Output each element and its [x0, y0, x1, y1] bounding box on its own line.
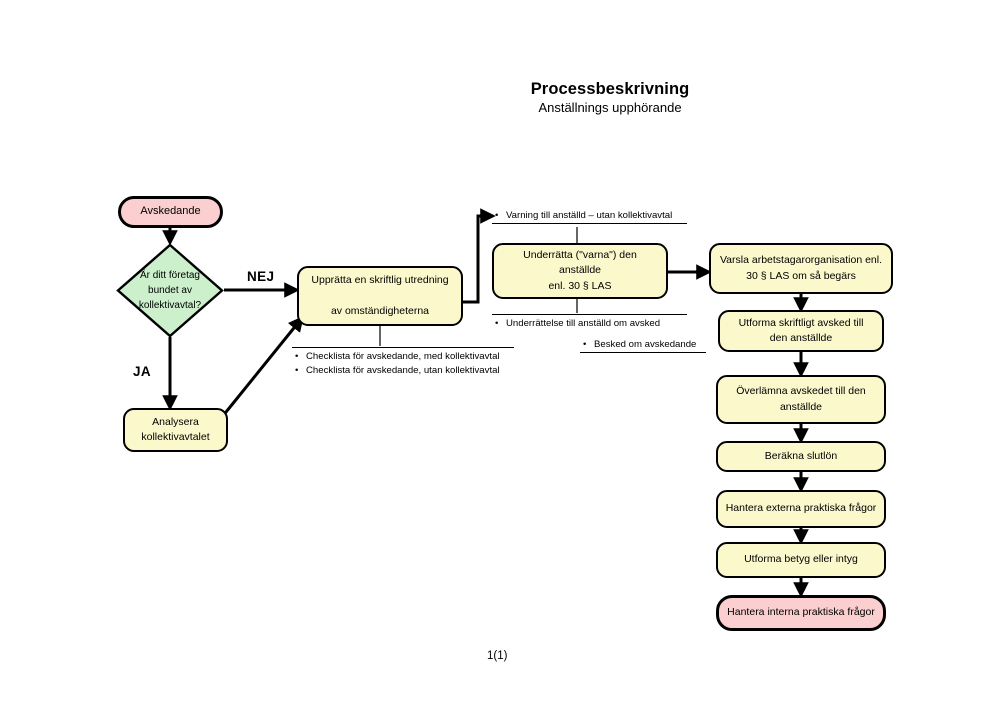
note-item: Checklista för avskedande, med kollektiv… [295, 350, 514, 364]
node-label: Beräkna slutlön [764, 449, 838, 462]
node-hantera-externa-fragor[interactable]: Hantera externa praktiska frågor [716, 490, 886, 528]
note-underrattelse: Underrättelse till anställd om avsked [492, 314, 687, 331]
note-varning: Varning till anställd – utan kollektivav… [492, 209, 687, 224]
node-label: Underrätta ("varna") den anställde enl. … [523, 249, 637, 292]
node-label: Upprätta en skriftlig utredning av omstä… [311, 274, 449, 317]
node-utforma-betyg-intyg[interactable]: Utforma betyg eller intyg [716, 542, 886, 578]
edge-upprätta-to-varning [463, 208, 496, 304]
node-label: Varsla arbetstagarorganisation enl. 30 §… [719, 254, 883, 282]
node-label: Utforma betyg eller intyg [744, 553, 858, 566]
node-hantera-interna-fragor[interactable]: Hantera interna praktiska frågor [716, 595, 886, 631]
title-main: Processbeskrivning [530, 80, 690, 98]
node-underratta-varna[interactable]: Underrätta ("varna") den anställde enl. … [492, 243, 668, 299]
node-avskedande[interactable]: Avskedande [118, 196, 223, 228]
note-list: Besked om avskedande [580, 338, 706, 352]
node-decision-kollektivavtal[interactable]: Är ditt företag bundet av kollektivavtal… [116, 243, 224, 338]
node-varsla-arbetstagarorganisation[interactable]: Varsla arbetstagarorganisation enl. 30 §… [709, 243, 893, 294]
note-item: Varning till anställd – utan kollektivav… [495, 209, 687, 223]
node-label: Avskedande [140, 205, 201, 218]
title-sub: Anställnings upphörande [538, 100, 682, 115]
node-label: Utforma skriftligt avsked till den anstä… [738, 316, 864, 344]
node-label: Hantera interna praktiska frågor [727, 606, 875, 619]
node-utforma-skriftligt-avsked[interactable]: Utforma skriftligt avsked till den anstä… [718, 310, 884, 352]
note-checklista: Checklista för avskedande, med kollektiv… [292, 347, 514, 377]
note-underline [580, 351, 706, 353]
node-label: Överlämna avskedet till den anställde [736, 385, 866, 413]
note-list: Underrättelse till anställd om avsked [492, 317, 687, 331]
node-label: Analysera kollektivavtalet [141, 415, 210, 443]
node-label: Hantera externa praktiska frågor [725, 502, 877, 515]
node-overlamna-avskedet[interactable]: Överlämna avskedet till den anställde [716, 375, 886, 424]
edge-label-nej: NEJ [247, 269, 275, 284]
page-title: Processbeskrivning Anställnings upphöran… [430, 80, 790, 115]
page-number: 1(1) [487, 650, 508, 662]
diamond-shape [116, 243, 224, 338]
note-item: Checklista för avskedande, utan kollekti… [295, 364, 514, 378]
edge-analysera-to-upprätta [220, 315, 304, 418]
edge-label-ja: JA [133, 364, 152, 379]
note-item: Underrättelse till anställd om avsked [495, 317, 687, 331]
note-underline [492, 222, 687, 224]
note-overline [492, 314, 687, 315]
note-item: Besked om avskedande [583, 338, 706, 352]
node-analysera-kollektivavtalet[interactable]: Analysera kollektivavtalet [123, 408, 228, 452]
note-besked: Besked om avskedande [580, 338, 706, 353]
note-list: Checklista för avskedande, med kollektiv… [292, 350, 514, 377]
node-upprätta-utredning[interactable]: Upprätta en skriftlig utredning av omstä… [297, 266, 463, 326]
note-list: Varning till anställd – utan kollektivav… [492, 209, 687, 223]
node-berakna-slutlon[interactable]: Beräkna slutlön [716, 441, 886, 472]
note-overline [292, 347, 514, 348]
